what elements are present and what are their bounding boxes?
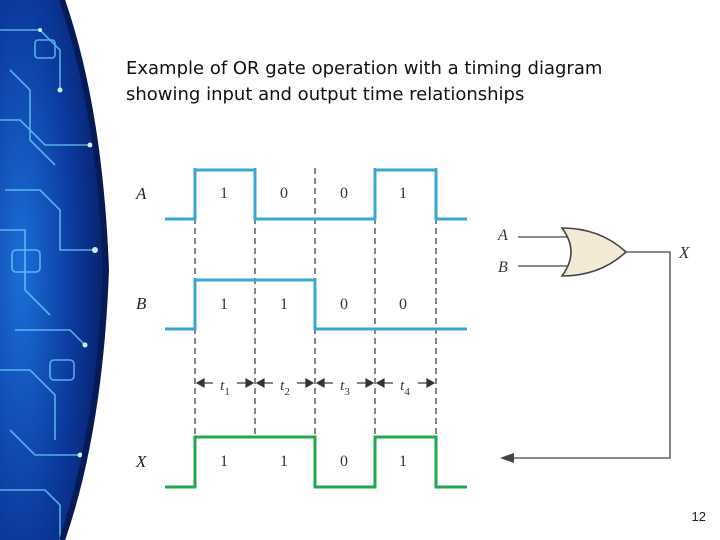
bit-value-b-t4: 0 <box>399 296 407 313</box>
bit-value-b-t3: 0 <box>340 296 348 313</box>
signal-label-a: A <box>135 184 147 203</box>
interval-arrow-t4 <box>375 377 436 389</box>
interval-label-t4: t4 <box>400 378 410 398</box>
interval-arrow-t1 <box>195 377 255 389</box>
signal-label-b: B <box>136 294 147 313</box>
interval-label-t2: t2 <box>280 378 290 398</box>
waveform-b <box>165 278 467 331</box>
slide-title: Example of OR gate operation with a timi… <box>126 56 706 108</box>
interval-label-t3: t3 <box>340 378 350 398</box>
bit-value-a-t1: 1 <box>220 185 228 202</box>
bit-value-a-t3: 0 <box>340 185 348 202</box>
or-gate: A B X <box>497 227 690 463</box>
bit-value-x-t3: 0 <box>340 453 348 470</box>
slide-title-line-1: Example of OR gate operation with a timi… <box>126 58 603 79</box>
bit-value-a-t2: 0 <box>280 185 288 202</box>
bit-value-b-t2: 1 <box>280 296 288 313</box>
gate-label-a: A <box>497 227 508 244</box>
bit-value-b-t1: 1 <box>220 296 228 313</box>
waveform-x <box>165 435 467 489</box>
interval-arrow-t3 <box>315 377 375 389</box>
bit-value-x-t1: 1 <box>220 453 228 470</box>
interval-label-t1: t1 <box>220 378 230 398</box>
signal-label-x: X <box>135 452 147 471</box>
page-number: 12 <box>691 509 706 524</box>
or-gate-symbol <box>560 227 628 277</box>
interval-arrows <box>195 377 436 389</box>
circuit-background-art <box>0 0 110 540</box>
interval-arrow-t2 <box>255 377 315 389</box>
waveform-a <box>165 168 467 221</box>
bit-value-a-t4: 1 <box>399 185 407 202</box>
bit-value-x-t4: 1 <box>399 453 407 470</box>
slide-title-line-2: showing input and output time relationsh… <box>126 84 525 105</box>
bit-value-x-t2: 1 <box>280 453 288 470</box>
gate-label-x: X <box>678 243 690 262</box>
output-arrowhead <box>500 453 514 463</box>
gate-label-b: B <box>498 259 508 276</box>
gate-output-wire <box>506 251 671 459</box>
